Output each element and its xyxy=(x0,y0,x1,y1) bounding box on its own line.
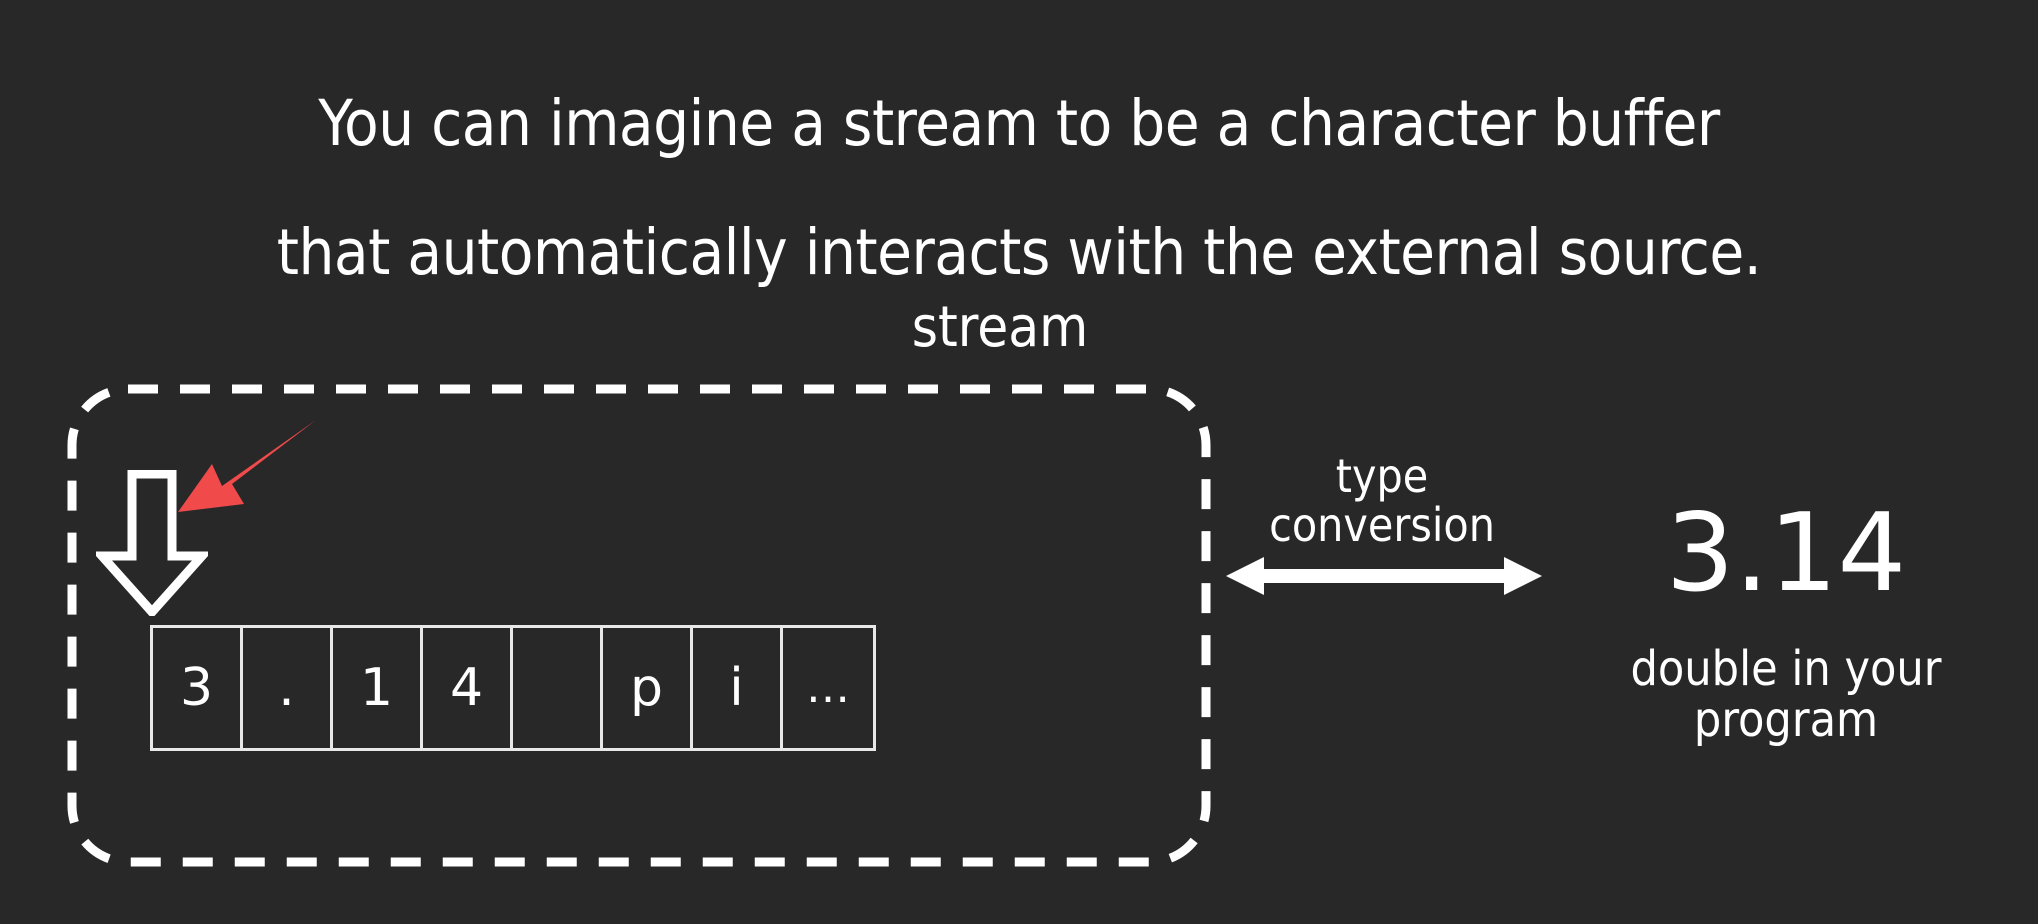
buffer-cell[interactable]: … xyxy=(806,662,850,713)
character-buffer: 3 . 1 4 p i … xyxy=(150,625,876,751)
converted-value: 3.14 xyxy=(1665,491,1907,616)
type-conversion-label-line-2: conversion xyxy=(1269,497,1495,552)
slide-title-line-2: that automatically interacts with the ex… xyxy=(276,215,1762,289)
converted-value-caption-line-1: double in your xyxy=(1630,641,1942,697)
buffer-cell[interactable]: 3 xyxy=(153,628,243,748)
stream-label: stream xyxy=(911,295,1089,360)
buffer-cell[interactable]: . xyxy=(243,628,333,748)
type-conversion-label: type conversion xyxy=(1222,452,1542,550)
double-headed-arrow-icon xyxy=(1226,553,1542,599)
down-arrow-icon xyxy=(96,470,208,616)
buffer-cell[interactable] xyxy=(513,628,603,748)
slide-title: You can imagine a stream to be a charact… xyxy=(0,28,2038,349)
buffer-cell[interactable]: p xyxy=(603,628,693,748)
type-conversion-label-line-1: type xyxy=(1335,449,1429,503)
converted-value-block: 3.14 double in your program xyxy=(1580,500,1992,747)
buffer-cell[interactable]: 4 xyxy=(423,628,513,748)
converted-value-caption-line-2: program xyxy=(1693,692,1879,749)
converted-value-caption: double in your program xyxy=(1580,641,1992,749)
buffer-cell[interactable]: 1 xyxy=(333,628,423,748)
slide-title-line-1: You can imagine a stream to be a charact… xyxy=(318,87,1720,161)
buffer-cell[interactable]: i xyxy=(693,628,783,748)
